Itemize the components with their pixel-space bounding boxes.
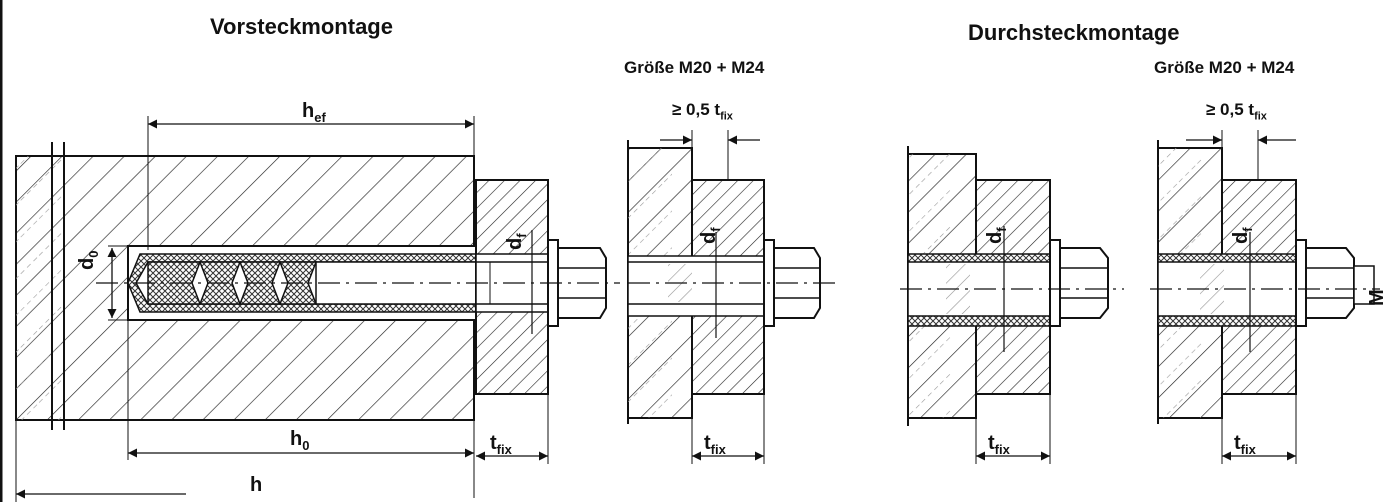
vorsteck-title: Vorsteckmontage xyxy=(210,14,393,39)
h0-label: h0 xyxy=(290,428,310,453)
vorsteck-size-label: Größe M20 + M24 xyxy=(624,58,765,77)
durchsteck-main-assembly xyxy=(900,146,1124,464)
m-thread-label: M xyxy=(1366,289,1388,306)
vorsteck-m20-m24-assembly xyxy=(627,130,836,464)
d0-label: d0 xyxy=(76,250,101,270)
durchsteck-size-label: Größe M20 + M24 xyxy=(1154,58,1295,77)
df-label-right-small: df xyxy=(1230,227,1255,244)
df-label-right: df xyxy=(984,227,1009,244)
df-label-left: df xyxy=(504,233,529,250)
vorsteck-main-assembly xyxy=(15,142,620,430)
durchsteck-title: Durchsteckmontage xyxy=(968,20,1180,45)
tfix-label-left: tfix xyxy=(490,432,512,457)
vorsteck-min-label: ≥ 0,5 tfix xyxy=(672,100,733,123)
h-label: h xyxy=(250,474,263,496)
df-label-left-small: df xyxy=(698,227,723,244)
durchsteck-min-label: ≥ 0,5 tfix xyxy=(1206,100,1267,123)
durchsteck-m20-m24-assembly xyxy=(1150,130,1380,464)
tfix-label-right: tfix xyxy=(988,432,1010,457)
tfix-label-right-small: tfix xyxy=(1234,432,1256,457)
hef-label: hef xyxy=(302,100,326,125)
tfix-label-left-small: tfix xyxy=(704,432,726,457)
vorsteck-dimensions xyxy=(15,116,549,502)
